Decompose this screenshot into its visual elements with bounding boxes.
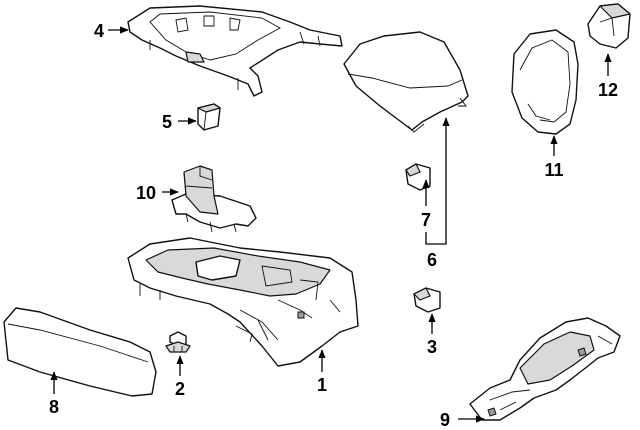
part-3-bracket [413, 287, 441, 313]
part-1-console-body [127, 237, 359, 367]
callout-3: 3 [427, 337, 437, 357]
part-2-clip [165, 331, 191, 353]
callout-9: 9 [440, 410, 450, 430]
callout-6: 6 [427, 250, 437, 270]
callout-7: 7 [421, 210, 431, 230]
part-8-side-panel [3, 307, 157, 397]
leader-6 [425, 117, 450, 245]
part-12-clip [587, 3, 631, 49]
callout-1: 1 [317, 375, 327, 395]
callout-5: 5 [162, 112, 172, 132]
callout-11: 11 [544, 160, 563, 180]
part-11-shift-knob [511, 29, 579, 135]
callout-12: 12 [598, 80, 618, 100]
callout-2: 2 [175, 379, 185, 399]
part-9-shifter-assembly [469, 317, 621, 421]
part-10-shift-boot [171, 165, 257, 233]
part-6-armrest-lid [343, 31, 469, 133]
callout-4: 4 [94, 21, 104, 41]
callout-8: 8 [49, 397, 59, 417]
part-5-switch [197, 103, 221, 131]
callout-10: 10 [136, 183, 156, 203]
part-4-trim-bezel [127, 5, 343, 97]
